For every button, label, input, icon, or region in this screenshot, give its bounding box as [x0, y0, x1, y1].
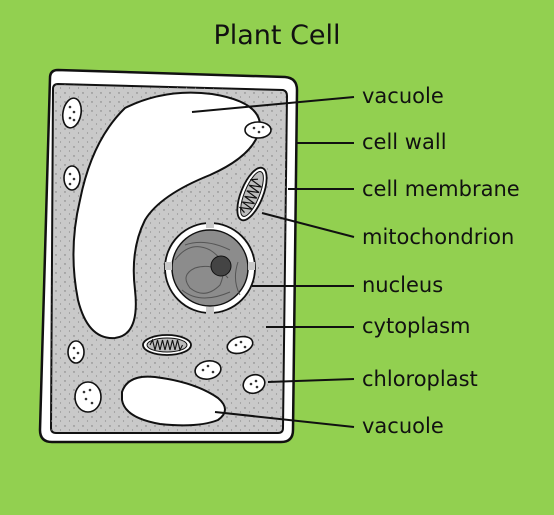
mitochondrion-right	[236, 166, 268, 222]
chloroplast-4	[67, 340, 85, 364]
label-vacuole-bottom: vacuole	[362, 414, 444, 438]
label-cytoplasm: cytoplasm	[362, 314, 471, 338]
chloroplast-2	[244, 121, 272, 139]
chloroplast-7	[242, 373, 266, 395]
nucleus-shape	[164, 221, 256, 314]
pointer-chloroplast	[267, 378, 355, 383]
label-vacuole-top: vacuole	[362, 84, 444, 108]
chloroplast-1	[61, 97, 83, 129]
chloroplasts	[61, 97, 272, 413]
pointer-mitochondrion	[261, 212, 355, 238]
pointer-vacuole-top	[191, 96, 355, 113]
mitochondrion-bottom	[142, 334, 192, 356]
label-chloroplast: chloroplast	[362, 367, 478, 391]
chloroplast-8	[74, 381, 102, 413]
chloroplast-5	[226, 335, 254, 355]
label-mitochondrion: mitochondrion	[362, 225, 515, 249]
label-nucleus: nucleus	[362, 273, 444, 297]
pointer-lines	[191, 96, 355, 428]
diagram-title: Plant Cell	[213, 20, 341, 51]
chloroplast-3	[63, 165, 81, 191]
vacuole-small	[121, 375, 226, 427]
label-cell-membrane: cell membrane	[362, 177, 520, 201]
chloroplast-6	[194, 360, 222, 380]
label-cell-wall: cell wall	[362, 130, 447, 154]
pointer-vacuole-bottom	[214, 411, 355, 428]
